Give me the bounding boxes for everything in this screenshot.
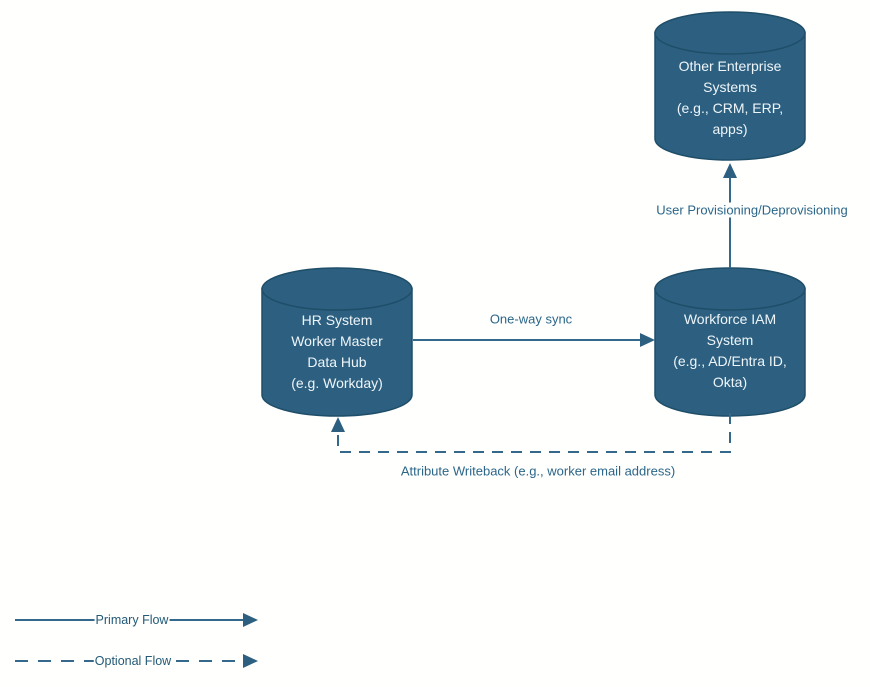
legend-label-optional-flow: Optional Flow <box>93 654 173 668</box>
edge-user-provisioning <box>723 163 737 268</box>
node-other-enterprise-systems <box>654 11 806 161</box>
edge-label-one-way-sync: One-way sync <box>489 311 573 327</box>
legend-label-primary-flow: Primary Flow <box>94 613 170 627</box>
arrowhead-up <box>723 163 737 178</box>
legend-optional-flow-line <box>15 654 258 668</box>
cylinder-top-rim <box>654 267 806 311</box>
edge-label-user-provisioning: User Provisioning/Deprovisioning <box>653 202 851 218</box>
arrowhead-right <box>243 613 258 627</box>
arrowhead-up <box>331 417 345 432</box>
edge-attribute-writeback <box>331 413 731 453</box>
arrowhead-right <box>243 654 258 668</box>
node-hr-system <box>261 267 413 417</box>
cylinder-top-rim <box>654 11 806 55</box>
edge-one-way-sync <box>413 333 655 347</box>
cylinder-top-rim <box>261 267 413 311</box>
edge-label-attribute-writeback: Attribute Writeback (e.g., worker email … <box>400 463 676 479</box>
arrowhead-right <box>640 333 655 347</box>
node-workforce-iam-system <box>654 267 806 417</box>
